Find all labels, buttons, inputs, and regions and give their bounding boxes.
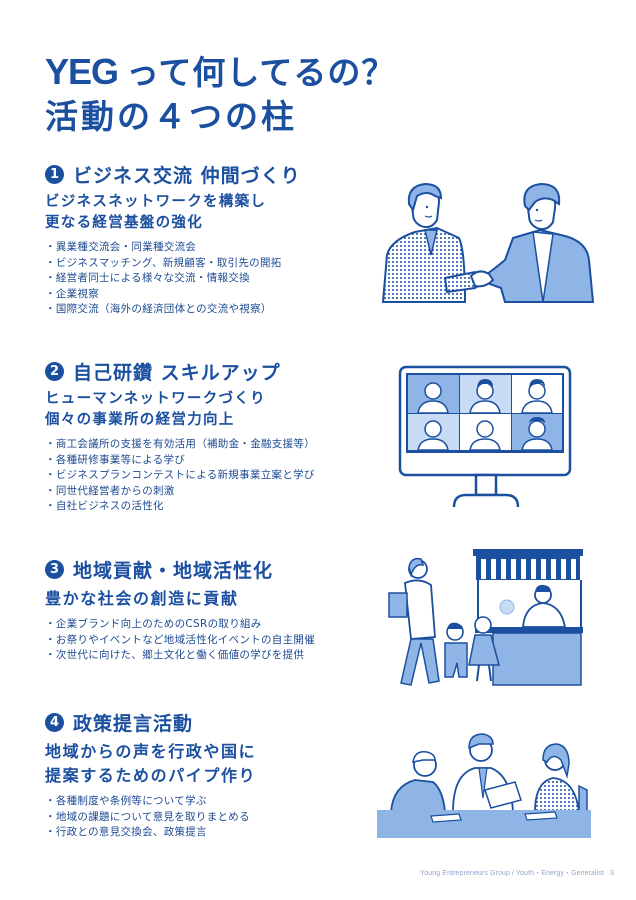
section-subtitle: ヒューマンネットワークづくり 個々の事業所の経営力向上 <box>45 391 266 428</box>
list-item: 経営者同士による様々な交流・情報交換 <box>45 271 301 287</box>
handshake-illustration <box>375 180 595 305</box>
list-item: 国際交流（海外の経済団体との交流や視察） <box>45 302 301 318</box>
video-conference-illustration <box>398 365 573 510</box>
meeting-illustration <box>375 720 595 840</box>
list-item: 商工会議所の支援を有効活用（補助金・金融支援等） <box>45 437 315 453</box>
section-self-improvement: 2 自己研鑽 スキルアップ ヒューマンネットワークづくり 個々の事業所の経営力向… <box>45 357 315 515</box>
bullet-list: 商工会議所の支援を有効活用（補助金・金融支援等） 各種研修事業等による学び ビジ… <box>45 437 315 515</box>
list-item: 企業視察 <box>45 287 301 303</box>
section-subtitle: 豊かな社会の創造に貢献 <box>45 589 239 608</box>
number-badge: 4 <box>45 712 64 732</box>
page-number: 3 <box>610 870 614 877</box>
number-badge: 2 <box>45 361 64 381</box>
festival-stall-illustration <box>383 547 588 692</box>
list-item: 行政との意見交換会、政策提言 <box>45 825 256 841</box>
section-heading: 2 自己研鑽 スキルアップ <box>45 357 315 385</box>
section-heading: 1 ビジネス交流 仲間づくり <box>45 160 301 188</box>
list-item: 地域の課題について意見を取りまとめる <box>45 810 256 826</box>
list-item: ビジネスマッチング、新規顧客・取引先の開拓 <box>45 256 301 272</box>
section-subtitle: 地域からの声を行政や国に 提案するためのパイプ作り <box>45 742 257 785</box>
list-item: 自社ビジネスの活性化 <box>45 499 315 515</box>
bullet-list: 異業種交流会・同業種交流会 ビジネスマッチング、新規顧客・取引先の開拓 経営者同… <box>45 240 301 318</box>
footer-text: Young Entrepreneurs Group / Youth・Energy… <box>420 870 604 877</box>
list-item: お祭りやイベントなど地域活性化イベントの自主開催 <box>45 633 315 649</box>
list-item: 各種制度や条例等について学ぶ <box>45 794 256 810</box>
bullet-list: 企業ブランド向上のためのCSRの取り組み お祭りやイベントなど地域活性化イベント… <box>45 617 315 664</box>
list-item: 異業種交流会・同業種交流会 <box>45 240 301 256</box>
bullet-list: 各種制度や条例等について学ぶ 地域の課題について意見を取りまとめる 行政との意見… <box>45 794 256 841</box>
list-item: 各種研修事業等による学び <box>45 453 315 469</box>
section-subtitle: ビジネスネットワークを構築し 更なる経営基盤の強化 <box>45 194 267 231</box>
section-community-contribution: 3 地域貢献・地域活性化 豊かな社会の創造に貢献 企業ブランド向上のためのCSR… <box>45 555 315 664</box>
page-title-line2: 活動の４つの柱 <box>45 97 297 136</box>
page-footer: Young Entrepreneurs Group / Youth・Energy… <box>420 868 614 878</box>
section-policy-proposal: 4 政策提言活動 地域からの声を行政や国に 提案するためのパイプ作り 各種制度や… <box>45 708 256 841</box>
section-heading: 3 地域貢献・地域活性化 <box>45 555 315 583</box>
number-badge: 3 <box>45 559 64 579</box>
section-business-exchange: 1 ビジネス交流 仲間づくり ビジネスネットワークを構築し 更なる経営基盤の強化… <box>45 160 301 318</box>
list-item: 同世代経営者からの刺激 <box>45 484 315 500</box>
list-item: 次世代に向けた、郷土文化と働く価値の学びを提供 <box>45 648 315 664</box>
list-item: ビジネスプランコンテストによる新規事業立案と学び <box>45 468 315 484</box>
number-badge: 1 <box>45 164 64 184</box>
brand-yeg: YEG <box>45 51 119 92</box>
section-heading: 4 政策提言活動 <box>45 708 256 736</box>
list-item: 企業ブランド向上のためのCSRの取り組み <box>45 617 315 633</box>
